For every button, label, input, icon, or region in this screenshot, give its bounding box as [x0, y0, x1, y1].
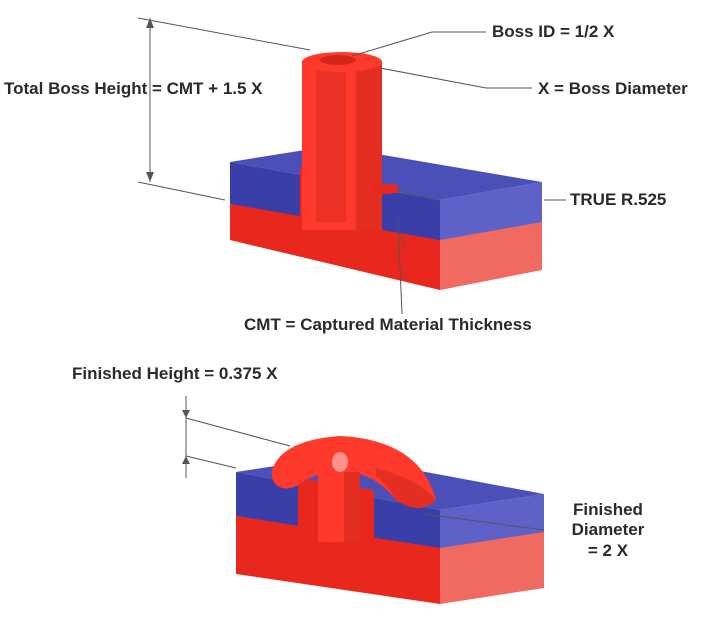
- finished-diameter-label: Finished Diameter = 2 X: [558, 500, 658, 561]
- bottom-red-layer-front: [236, 516, 440, 604]
- top-boss-inner: [316, 62, 346, 222]
- boss-id-label: Boss ID = 1/2 X: [492, 22, 615, 41]
- top-boss-shade: [356, 62, 382, 230]
- finished-diameter-line-3: = 2 X: [587, 540, 629, 560]
- total-boss-height-label: Total Boss Height = CMT + 1.5 X: [4, 79, 263, 98]
- top-leaders: [137, 17, 566, 315]
- bottom-assembly: [236, 436, 544, 604]
- bottom-flare-highlight: [332, 452, 348, 472]
- bottom-flare-shade: [376, 468, 436, 508]
- top-boss-fillet: [372, 180, 400, 194]
- bottom-red-layer-side: [440, 530, 544, 604]
- boss-diameter-label: X = Boss Diameter: [538, 79, 688, 98]
- top-red-layer-front: [230, 204, 440, 290]
- bottom-leaders: [182, 396, 545, 531]
- finished-diameter-line-2: Diameter: [571, 520, 645, 540]
- radius-label: TRUE R.525: [570, 190, 667, 209]
- finished-height-label: Finished Height = 0.375 X: [72, 364, 278, 383]
- top-boss-bore: [320, 55, 356, 65]
- bottom-blue-layer-side: [440, 494, 544, 548]
- bottom-boss-column-shade: [344, 472, 360, 542]
- cmt-label: CMT = Captured Material Thickness: [244, 315, 532, 334]
- top-blue-layer-side: [440, 182, 542, 240]
- top-assembly: [230, 52, 542, 290]
- finished-diameter-line-1: Finished: [573, 500, 643, 519]
- top-boss-column: [302, 62, 382, 230]
- bottom-boss-column: [318, 472, 360, 542]
- top-red-layer-side: [440, 220, 542, 290]
